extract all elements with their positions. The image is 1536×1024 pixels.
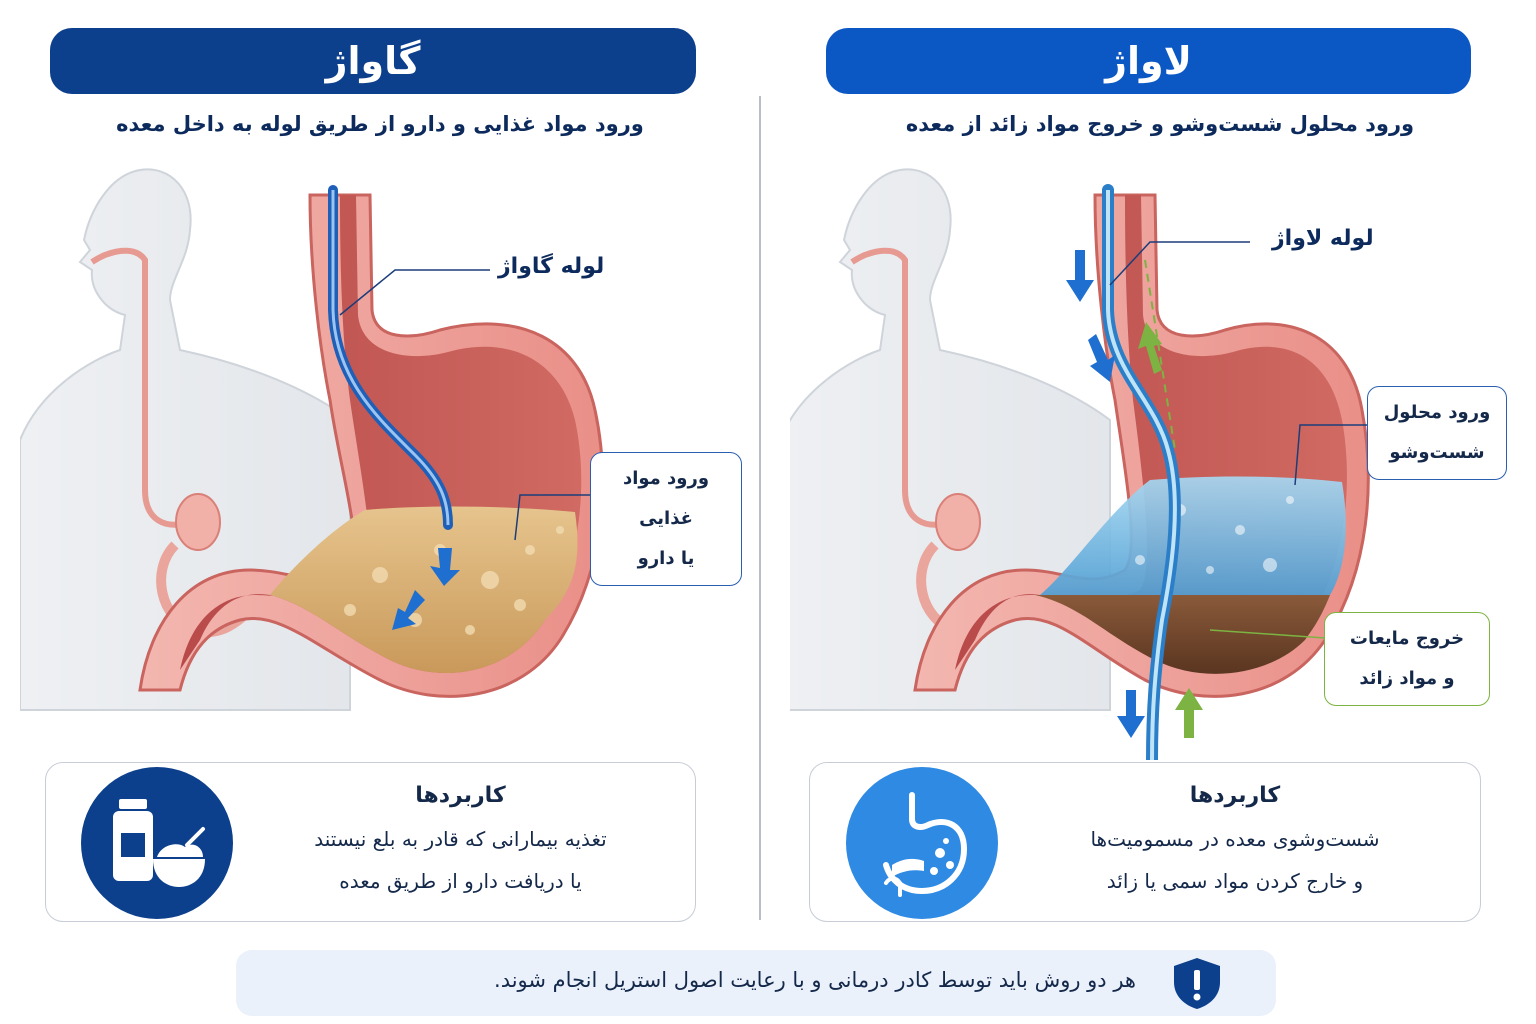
stomach-wash-icon	[846, 767, 998, 919]
body-stomach	[935, 493, 981, 551]
lavage-applications-line1: شست‌وشوی معده در مسمومیت‌ها	[1090, 827, 1380, 851]
lavage-waste-callout: خروج مایعات و مواد زائد	[1324, 612, 1490, 706]
body-stomach	[175, 493, 221, 551]
lavage-header: لاواژ	[826, 28, 1471, 94]
lavage-applications-title: کاربردها	[1189, 783, 1281, 808]
panel-divider	[759, 96, 761, 920]
lavage-tube-label: لوله لاواژ	[1272, 226, 1374, 251]
lavage-inflow-arrows	[1066, 250, 1145, 738]
lavage-waste-callout-line2: و مواد زائد	[1359, 668, 1455, 689]
lavage-illustration	[790, 168, 1370, 760]
lavage-wash-callout-line1: ورود محلول	[1383, 402, 1491, 423]
safety-footer: هر دو روش باید توسط کادر درمانی و با رعا…	[236, 950, 1276, 1016]
lavage-wash-callout: ورود محلول شست‌وشو	[1367, 386, 1507, 480]
gavage-subtitle: ورود مواد غذایی و دارو از طریق لوله به د…	[116, 112, 644, 136]
shield-alert-icon	[1162, 954, 1232, 1012]
food-leader-line	[514, 494, 590, 541]
waste-sediment	[1035, 595, 1330, 674]
safety-footer-text: هر دو روش باید توسط کادر درمانی و با رعا…	[494, 968, 1136, 992]
gavage-tube-label: لوله گاواژ	[498, 254, 605, 279]
lavage-applications-card: کاربردها شست‌وشوی معده در مسمومیت‌ها و خ…	[809, 762, 1481, 922]
gavage-panel: گاواژ ورود مواد غذایی و دارو از طریق لول…	[20, 0, 760, 940]
gavage-applications-line2: یا دریافت دارو از طریق معده	[339, 869, 582, 893]
gavage-callout-line1: ورود مواد غذایی	[622, 468, 710, 529]
gavage-callout-line2: یا دارو	[637, 548, 695, 569]
lavage-wash-callout-line2: شست‌وشو	[1389, 442, 1485, 463]
body-esophagus	[90, 247, 191, 528]
body-esophagus	[850, 247, 951, 528]
wash-leader-line	[1294, 424, 1368, 486]
gavage-applications-title: کاربردها	[415, 783, 506, 808]
lavage-panel: لاواژ ورود محلول شست‌وشو و خروج مواد زائ…	[790, 0, 1530, 940]
gavage-applications-line1: تغذیه بیمارانی که قادر به بلع نیستند	[314, 827, 607, 851]
waste-leader-line	[1209, 629, 1326, 639]
gavage-applications-card: کاربردها تغذیه بیمارانی که قادر به بلع ن…	[45, 762, 696, 922]
lavage-applications-line2: و خارج کردن مواد سمی یا زائد	[1106, 869, 1364, 893]
tube-leader-line	[1109, 241, 1250, 286]
lavage-outflow-arrows	[1138, 322, 1203, 738]
medicine-bottle-and-food-bowl-icon	[81, 767, 233, 919]
food-content	[270, 506, 578, 673]
gavage-header: گاواژ	[50, 28, 696, 94]
lavage-waste-callout-line1: خروج مایعات	[1349, 628, 1465, 649]
gavage-inflow-arrows	[392, 548, 460, 630]
gavage-food-callout: ورود مواد غذایی یا دارو	[590, 452, 742, 586]
gavage-illustration	[20, 168, 605, 711]
tube-leader-line	[339, 269, 490, 316]
lavage-subtitle: ورود محلول شست‌وشو و خروج مواد زائد از م…	[905, 112, 1415, 136]
